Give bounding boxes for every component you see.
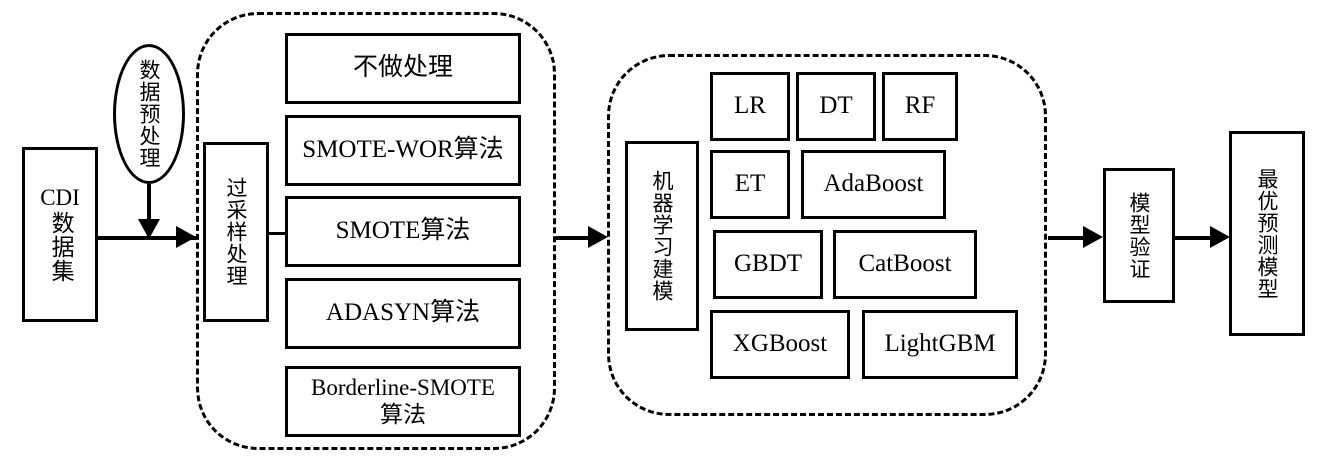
optimal-prediction-model-label: 最优预测模型 <box>1255 167 1280 300</box>
dataset-to-oversampling-arrow <box>176 226 196 248</box>
oversampling-method-box-1: SMOTE-WOR算法 <box>285 115 521 186</box>
oversampling-to-modeling-arrow <box>588 226 608 248</box>
model-box-catboost: CatBoost <box>833 230 977 299</box>
oversampling-region <box>196 12 556 450</box>
validation-to-output-arrow <box>1210 226 1230 248</box>
oversampling-method-box-2: SMOTE算法 <box>285 196 521 267</box>
model-box-xgboost: XGBoost <box>710 310 850 379</box>
oversampling-method-box-3: ADASYN算法 <box>285 278 521 349</box>
oversampling-method-box-0: 不做处理 <box>285 33 521 104</box>
model-validation-label: 模型验证 <box>1127 191 1152 280</box>
model-box-lr: LR <box>710 72 790 141</box>
model-label-adaboost: AdaBoost <box>823 170 924 198</box>
preprocess-stem-line <box>147 184 151 229</box>
optimal-prediction-model-box: 最优预测模型 <box>1229 131 1305 336</box>
oversampling-method-label-2: SMOTE算法 <box>335 217 471 245</box>
oversampling-method-label-4-line2: 算法 <box>380 401 426 427</box>
model-box-lightgbm: LightGBM <box>862 310 1018 379</box>
model-box-adaboost: AdaBoost <box>801 150 946 219</box>
model-box-dt: DT <box>796 72 876 141</box>
cdi-dataset-latin-label: CDI <box>40 185 80 211</box>
data-preprocessing-ellipse: 数据预处理 <box>113 44 185 184</box>
model-box-rf: RF <box>882 72 958 141</box>
oversampling-stage-box: 过采样处理 <box>203 142 269 322</box>
model-validation-box: 模型验证 <box>1103 168 1175 303</box>
model-box-gbdt: GBDT <box>713 230 823 299</box>
model-label-et: ET <box>734 170 766 198</box>
oversampling-method-label-4-line1: Borderline-SMOTE <box>311 375 495 401</box>
model-label-rf: RF <box>904 92 936 120</box>
model-label-xgboost: XGBoost <box>732 330 828 358</box>
oversampling-method-box-4: Borderline-SMOTE 算法 <box>285 366 521 437</box>
modeling-stage-box: 机器学习建模 <box>625 141 699 331</box>
oversampling-to-modeling-line <box>556 236 596 240</box>
model-label-catboost: CatBoost <box>858 250 952 278</box>
oversampling-branch-line <box>266 232 288 235</box>
model-label-gbdt: GBDT <box>733 250 803 278</box>
modeling-to-validation-arrow <box>1083 226 1103 248</box>
modeling-region <box>607 54 1047 416</box>
model-box-et: ET <box>710 150 790 219</box>
dataset-to-oversampling-line <box>98 236 196 240</box>
validation-to-output-line <box>1175 236 1219 240</box>
model-label-dt: DT <box>819 92 853 120</box>
modeling-to-validation-line <box>1048 236 1092 240</box>
cdi-dataset-box: CDI 数据集 <box>22 147 98 322</box>
oversampling-method-label-3: ADASYN算法 <box>325 299 481 327</box>
model-label-lr: LR <box>734 92 766 120</box>
modeling-stage-label: 机器学习建模 <box>650 170 675 302</box>
model-label-lightgbm: LightGBM <box>884 330 996 358</box>
cdi-dataset-cjk-label: 数据集 <box>48 210 74 283</box>
preprocess-arrow-down <box>138 219 160 239</box>
oversampling-stage-label: 过采样处理 <box>224 177 249 287</box>
data-preprocessing-label: 数据预处理 <box>137 59 162 169</box>
oversampling-method-label-1: SMOTE-WOR算法 <box>302 136 504 164</box>
cdi-dataset-label-stack: CDI 数据集 <box>40 185 80 283</box>
oversampling-method-label-0: 不做处理 <box>352 54 453 82</box>
